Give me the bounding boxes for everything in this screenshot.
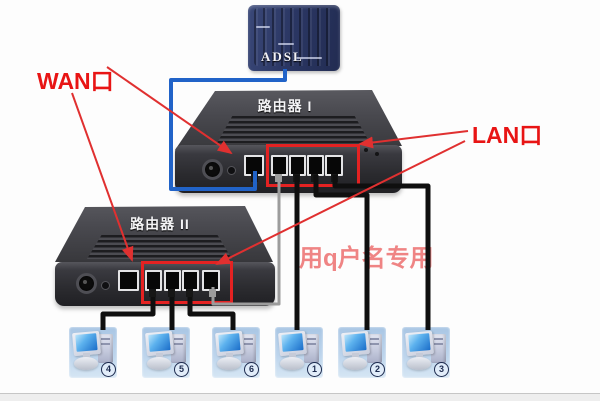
modem-brand-text: ADSL — [261, 49, 304, 64]
adsl-modem: ADSL — [248, 5, 340, 71]
router-2-vents — [87, 235, 232, 259]
pc-tower — [98, 334, 113, 363]
router-1-wan-plug — [251, 174, 258, 182]
pc-base — [217, 357, 241, 370]
router-2-lan-plug-1 — [149, 289, 156, 297]
router-1-label: 路由器 I — [257, 98, 313, 114]
router-1-wan-port — [244, 155, 264, 176]
pc-tower — [241, 334, 256, 363]
modem-grill — [254, 8, 334, 66]
bottom-divider — [0, 393, 600, 401]
pc-number-badge: 3 — [434, 362, 449, 377]
router-1-vents — [217, 116, 370, 143]
computer-6: 6 — [212, 327, 260, 378]
pc-base — [74, 357, 98, 370]
modem-fineprint — [278, 43, 294, 45]
pc-number-badge: 4 — [101, 362, 116, 377]
computer-2: 2 — [338, 327, 386, 378]
modem-fineprint — [296, 57, 322, 59]
router-1-lan-highlight-box — [266, 144, 360, 187]
router-1-screw — [364, 148, 368, 152]
router-2-lan-plug-3 — [186, 289, 193, 297]
pc-base — [280, 357, 304, 370]
pc-tower — [171, 334, 186, 363]
computer-4: 4 — [69, 327, 117, 378]
pc-tower — [431, 334, 446, 363]
router-2-lan-plug-2 — [168, 289, 175, 297]
computer-1: 1 — [275, 327, 323, 378]
pc-tower — [367, 334, 382, 363]
modem-fineprint — [256, 26, 270, 28]
pc-tower — [304, 334, 319, 363]
computer-3: 3 — [402, 327, 450, 378]
pc-number-badge: 5 — [174, 362, 189, 377]
pc-base — [147, 357, 171, 370]
pc-base — [407, 357, 431, 370]
pc-number-badge: 2 — [370, 362, 385, 377]
router-2-wan-port — [118, 270, 139, 291]
router-1-power-jack — [202, 159, 223, 180]
computer-5: 5 — [142, 327, 190, 378]
router-2-reset-button — [101, 281, 110, 290]
router-2-label: 路由器 II — [130, 216, 190, 232]
pc-base — [343, 357, 367, 370]
pc-number-badge: 1 — [307, 362, 322, 377]
lan-port-label: LAN口 — [472, 122, 543, 148]
router-1-reset-button — [227, 166, 236, 175]
watermark-text: 用q户名专用 — [299, 245, 434, 272]
router-2-power-jack — [76, 273, 97, 294]
pc-number-badge: 6 — [244, 362, 259, 377]
wan-port-label: WAN口 — [37, 68, 114, 94]
router-2-lan-highlight-box — [141, 261, 233, 304]
router-1-screw — [375, 152, 379, 156]
